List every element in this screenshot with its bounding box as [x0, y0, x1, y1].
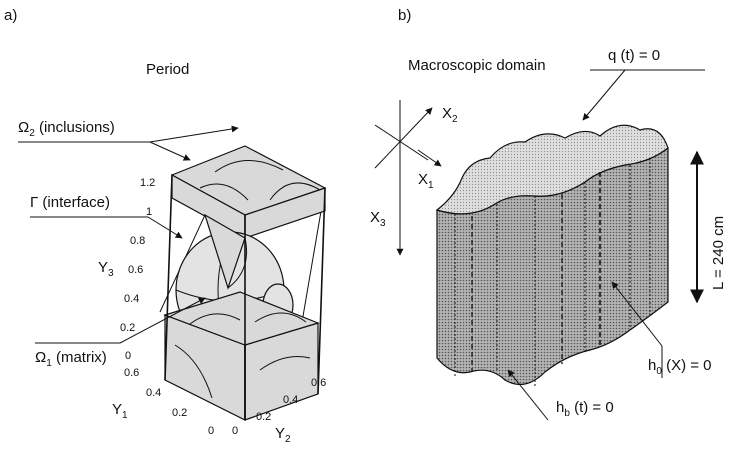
axis-x1-label: X1	[418, 171, 434, 191]
y1-tick-label: 0.6	[124, 367, 139, 379]
y2-axis: 0 0.2 0.4 0.6 Y2	[232, 377, 326, 445]
initial-head-annotation: h0 (X) = 0	[611, 281, 712, 378]
y3-tick-label: 0.2	[120, 322, 135, 334]
boundary-head-annotation: hb (t) = 0	[507, 369, 614, 421]
length-label: L = 240 cm	[710, 216, 727, 290]
axis-x1-line	[374, 124, 429, 161]
omega2-arrow-top	[149, 125, 239, 143]
y3-tick-label: 0.4	[124, 293, 139, 305]
bottom-inclusion-arc-3	[174, 344, 213, 399]
omega2-annotation: Ω2 (inclusions)	[18, 119, 239, 161]
y3-tick-label: 0	[125, 350, 131, 362]
y1-tick-label: 0.2	[172, 407, 187, 419]
boundary-head-arrow	[507, 369, 549, 421]
cell-front-left-edge	[164, 174, 173, 381]
y2-tick-label: 0	[232, 425, 238, 437]
length-dimension: L = 240 cm	[690, 150, 727, 304]
panel-b-letter: b)	[398, 7, 411, 24]
top-inclusion-arc-2	[199, 183, 249, 201]
y3-tick-label: 1.2	[140, 177, 155, 189]
bottom-inclusion-arc-2	[254, 312, 307, 323]
axis-x1-arrow	[417, 149, 442, 167]
y2-tick-label: 0.2	[256, 411, 271, 423]
y3-tick-label: 0.8	[130, 235, 145, 247]
omega1-label: Ω1 (matrix)	[35, 349, 107, 369]
omega1-arrow	[119, 297, 206, 344]
bottom-box-lid	[163, 291, 320, 346]
axis-x2-arrow	[374, 107, 433, 169]
omega1-annotation: Ω1 (matrix)	[35, 297, 206, 369]
initial-head-label: h0 (X) = 0	[648, 357, 712, 377]
y2-axis-label: Y2	[275, 425, 291, 445]
flux-annotation: q (t) = 0	[582, 47, 705, 121]
panel-b-title: Macroscopic domain	[408, 57, 546, 74]
axis-x2-label: X2	[442, 105, 458, 125]
y1-axis: 0.6 0.4 0.2 0 Y1	[112, 367, 214, 437]
panel-b: b) Macroscopic domain X2 X1 X3 q (t) = 0	[370, 7, 727, 421]
panel-a-title: Period	[146, 61, 189, 78]
panel-a: a) Period 1.2	[4, 7, 327, 445]
y1-axis-label: Y1	[112, 401, 128, 421]
coordinate-axes: X2 X1 X3	[370, 100, 458, 256]
panel-a-letter: a)	[4, 7, 17, 24]
upper-wedge	[203, 213, 246, 290]
y2-tick-label: 0.4	[283, 394, 298, 406]
gamma-label: Γ (interface)	[30, 194, 110, 211]
gamma-arrow	[147, 216, 183, 239]
cell-front-right-edge	[317, 187, 326, 395]
y3-tick-label: 1	[146, 206, 152, 218]
y3-axis-label: Y3	[98, 259, 114, 279]
flux-arrow	[582, 69, 626, 121]
boundary-head-label: hb (t) = 0	[556, 399, 614, 419]
flux-label: q (t) = 0	[608, 47, 660, 64]
y1-tick-label: 0	[208, 425, 214, 437]
y1-tick-label: 0.4	[146, 387, 161, 399]
axis-x3-label: X3	[370, 209, 386, 229]
bottom-inclusion-arc-1	[189, 313, 241, 325]
omega2-arrow-side	[149, 141, 191, 161]
top-inclusion-arc-1	[214, 160, 284, 173]
y3-tick-label: 0.6	[128, 264, 143, 276]
initial-head-arrow	[611, 281, 663, 347]
gamma-annotation: Γ (interface)	[30, 194, 183, 239]
omega2-label: Ω2 (inclusions)	[18, 119, 115, 139]
y3-axis: 1.2 1 0.8 0.6 0.4 0.2 0 Y3	[98, 177, 155, 362]
y2-tick-label: 0.6	[311, 377, 326, 389]
bottom-inclusion-arc-4	[259, 356, 311, 371]
top-inclusion-arc-3	[269, 182, 321, 201]
